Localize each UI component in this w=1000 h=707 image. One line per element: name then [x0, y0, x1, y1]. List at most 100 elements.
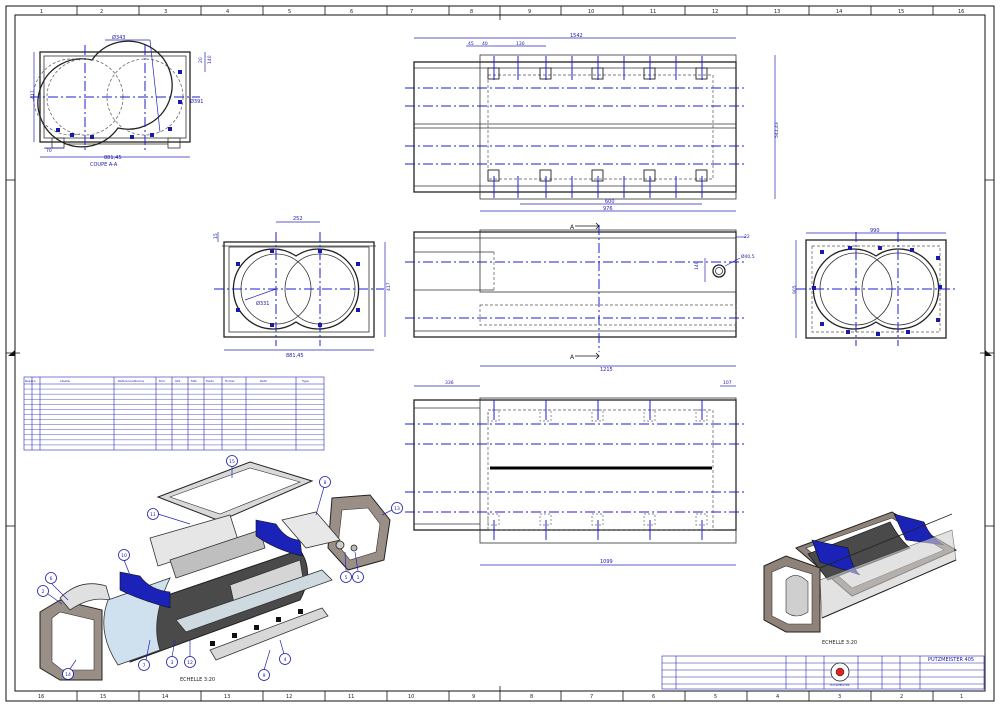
dim-w70: 70: [46, 148, 52, 154]
balloon-3: 3: [166, 639, 178, 668]
border-num-bottom-14: 14: [162, 694, 168, 700]
border-num-top-16: 16: [958, 9, 964, 15]
dim-w976: 976: [603, 206, 613, 212]
balloon-9: 9: [258, 649, 271, 681]
svg-text:9: 9: [263, 673, 266, 679]
border-num-top-2: 2: [100, 9, 103, 15]
border-num-top-5: 5: [288, 9, 291, 15]
balloon-8: 8: [315, 476, 331, 516]
parts-header-reference: Référence/Norme: [118, 379, 144, 383]
parts-header-qty: Qté: [175, 379, 181, 383]
svg-text:5: 5: [345, 575, 348, 581]
balloon-15: 15: [226, 455, 238, 478]
parts-header-type: Type: [301, 379, 309, 383]
svg-text:7: 7: [143, 663, 146, 669]
dim-w1099: 1099: [600, 559, 613, 565]
bottom-plan-view: 336 1099 107: [405, 380, 745, 566]
svg-text:15: 15: [229, 459, 235, 465]
title-block: PUTZMEISTER PUTZMEISTER 405: [661, 655, 985, 690]
border-num-bottom-6: 6: [652, 694, 655, 700]
dim-d331: Ø331: [256, 300, 269, 307]
border-num-top-6: 6: [350, 9, 353, 15]
dim-h905: 905: [792, 285, 798, 294]
svg-text:12: 12: [187, 660, 193, 666]
section-title-aa: COUPE A-A: [90, 162, 118, 168]
dim-w990: 990: [870, 228, 880, 234]
parts-header-ref2: Ref2: [260, 379, 267, 383]
border-num-top-14: 14: [836, 9, 842, 15]
border-tick-marks: [6, 6, 994, 701]
dim-w107: 107: [723, 380, 732, 386]
section-mark-a-bottom: A: [570, 354, 575, 361]
parts-header-libelle: Libellé: [60, 379, 70, 383]
logo-text: PUTZMEISTER: [830, 683, 850, 687]
balloon-10: 10: [118, 549, 131, 576]
dim-d40-5: Ø40,5: [741, 253, 755, 260]
balloon-5: 5: [340, 551, 352, 583]
exploded-isometric-view: 15 11 8 13 10 5 1 6 2 14 7 3 12 4 9 ECHE…: [37, 455, 403, 683]
border-num-bottom-11: 11: [348, 694, 354, 700]
border-num-bottom-5: 5: [714, 694, 717, 700]
dim-h20: 20: [198, 57, 204, 63]
border-num-bottom-4: 4: [776, 694, 779, 700]
section-mark-a-top: A: [570, 224, 575, 231]
dim-w130: 130: [516, 41, 525, 47]
top-plan-view: 1542 130 40 45 600 976 541,43: [405, 33, 780, 212]
border-num-top-7: 7: [410, 9, 413, 15]
border-num-bottom-1: 1: [960, 694, 963, 700]
scale-label-exploded: ECHELLE 3:20: [180, 677, 215, 683]
dim-w40: 40: [482, 41, 488, 47]
border-num-bottom-8: 8: [530, 694, 533, 700]
balloon-4: 4: [279, 639, 291, 665]
section-view-aa: Ø343 Ø391 417 140 20 70 881,45 COUPE A-A: [30, 34, 213, 168]
dim-w252: 252: [293, 216, 303, 222]
dim-h140: 140: [207, 55, 213, 64]
border-num-bottom-16: 16: [38, 694, 44, 700]
border-num-top-3: 3: [164, 9, 167, 15]
dim-w1215: 1215: [600, 367, 613, 373]
border-num-top-13: 13: [774, 9, 780, 15]
svg-text:4: 4: [284, 657, 287, 663]
border-num-bottom-13: 13: [224, 694, 230, 700]
dim-w336: 336: [445, 380, 454, 386]
balloon-1: 1: [352, 551, 364, 583]
dim-d343: Ø343: [112, 34, 125, 41]
balloon-12: 12: [184, 640, 196, 668]
dim-w45: 45: [468, 41, 474, 47]
svg-text:14: 14: [65, 672, 71, 678]
svg-text:2: 2: [42, 589, 45, 595]
assembled-isometric-view: ECHELLE 3:20: [763, 511, 958, 646]
parts-header-repere: Repère: [25, 379, 36, 383]
dim-h140b: 140: [694, 261, 700, 270]
parts-header-weight: Poids: [206, 379, 214, 383]
dim-h417: 417: [30, 90, 36, 99]
dim-w22: 22: [744, 234, 750, 240]
border-num-bottom-3: 3: [838, 694, 841, 700]
svg-text:1: 1: [357, 575, 360, 581]
parts-header-file: Fichier: [225, 379, 236, 383]
balloon-11: 11: [147, 508, 191, 525]
balloon-7: 7: [138, 639, 151, 671]
dim-h15: 15: [213, 233, 219, 239]
dim-w881-45b: 881,45: [286, 353, 304, 359]
border-frame: 1 2 3 4 5 6 7 8 9 10 11 12 13 14 15 16 1…: [5, 5, 995, 702]
svg-text:13: 13: [394, 506, 400, 512]
dim-h417b: 417: [386, 282, 392, 291]
border-num-top-1: 1: [40, 9, 43, 15]
border-num-top-15: 15: [898, 9, 904, 15]
bolt-holes-aa: [56, 70, 182, 139]
front-view: 252 881,45 417 15 Ø331: [213, 216, 392, 359]
border-num-bottom-7: 7: [590, 694, 593, 700]
border-num-bottom-9: 9: [472, 694, 475, 700]
svg-text:3: 3: [171, 660, 174, 666]
parts-header-dim: Dim.: [159, 379, 166, 383]
project-title: PUTZMEISTER 405: [928, 657, 974, 663]
balloon-14: 14: [62, 659, 77, 680]
dim-d391: Ø391: [190, 98, 203, 105]
side-elevation-view: A A 1215 140 22 Ø40,5: [405, 222, 755, 373]
svg-text:11: 11: [150, 512, 156, 518]
border-num-bottom-2: 2: [900, 694, 903, 700]
dim-w600: 600: [605, 199, 615, 205]
balloon-6: 6: [45, 572, 69, 601]
